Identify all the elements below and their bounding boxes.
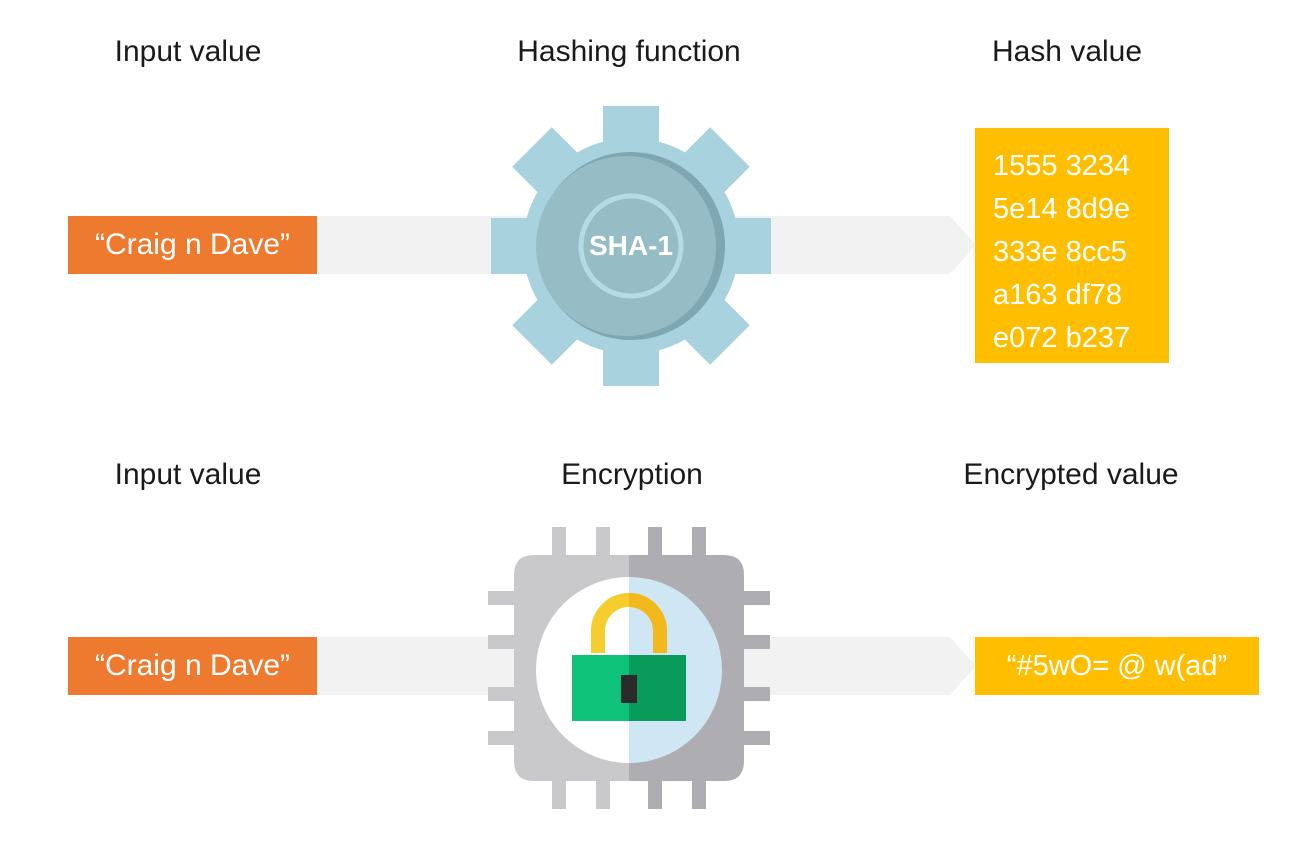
hash-line: 1555 3234 [993, 150, 1131, 182]
hash-line: 5e14 8d9e [993, 193, 1131, 225]
hash-line: e072 b237 [993, 322, 1131, 354]
encrypted-value-heading: Encrypted value [963, 458, 1179, 491]
chip-lock-icon [488, 527, 770, 809]
sha1-label: SHA-1 [588, 230, 674, 261]
hash-value-box: 1555 3234 5e14 8d9e 333e 8cc5 a163 df78 … [975, 128, 1169, 363]
hashing-input-heading: Input value [114, 35, 262, 68]
encryption-input-value: “Craig n Dave” [68, 637, 317, 695]
encryption-heading: Encryption [561, 458, 703, 491]
hashing-flow-arrow-tip [950, 216, 976, 274]
hash-value-heading: Hash value [991, 35, 1143, 68]
hashing-input-value: “Craig n Dave” [68, 216, 317, 274]
gear-icon [491, 106, 771, 386]
encryption-input-heading: Input value [114, 458, 262, 491]
hash-line: 333e 8cc5 [993, 236, 1127, 268]
encryption-flow-arrow-tip [950, 637, 976, 695]
encrypted-value-box: “#5wO= @ w(ad” [975, 637, 1259, 695]
hashing-function-heading: Hashing function [517, 35, 741, 68]
hash-line: a163 df78 [993, 279, 1123, 311]
